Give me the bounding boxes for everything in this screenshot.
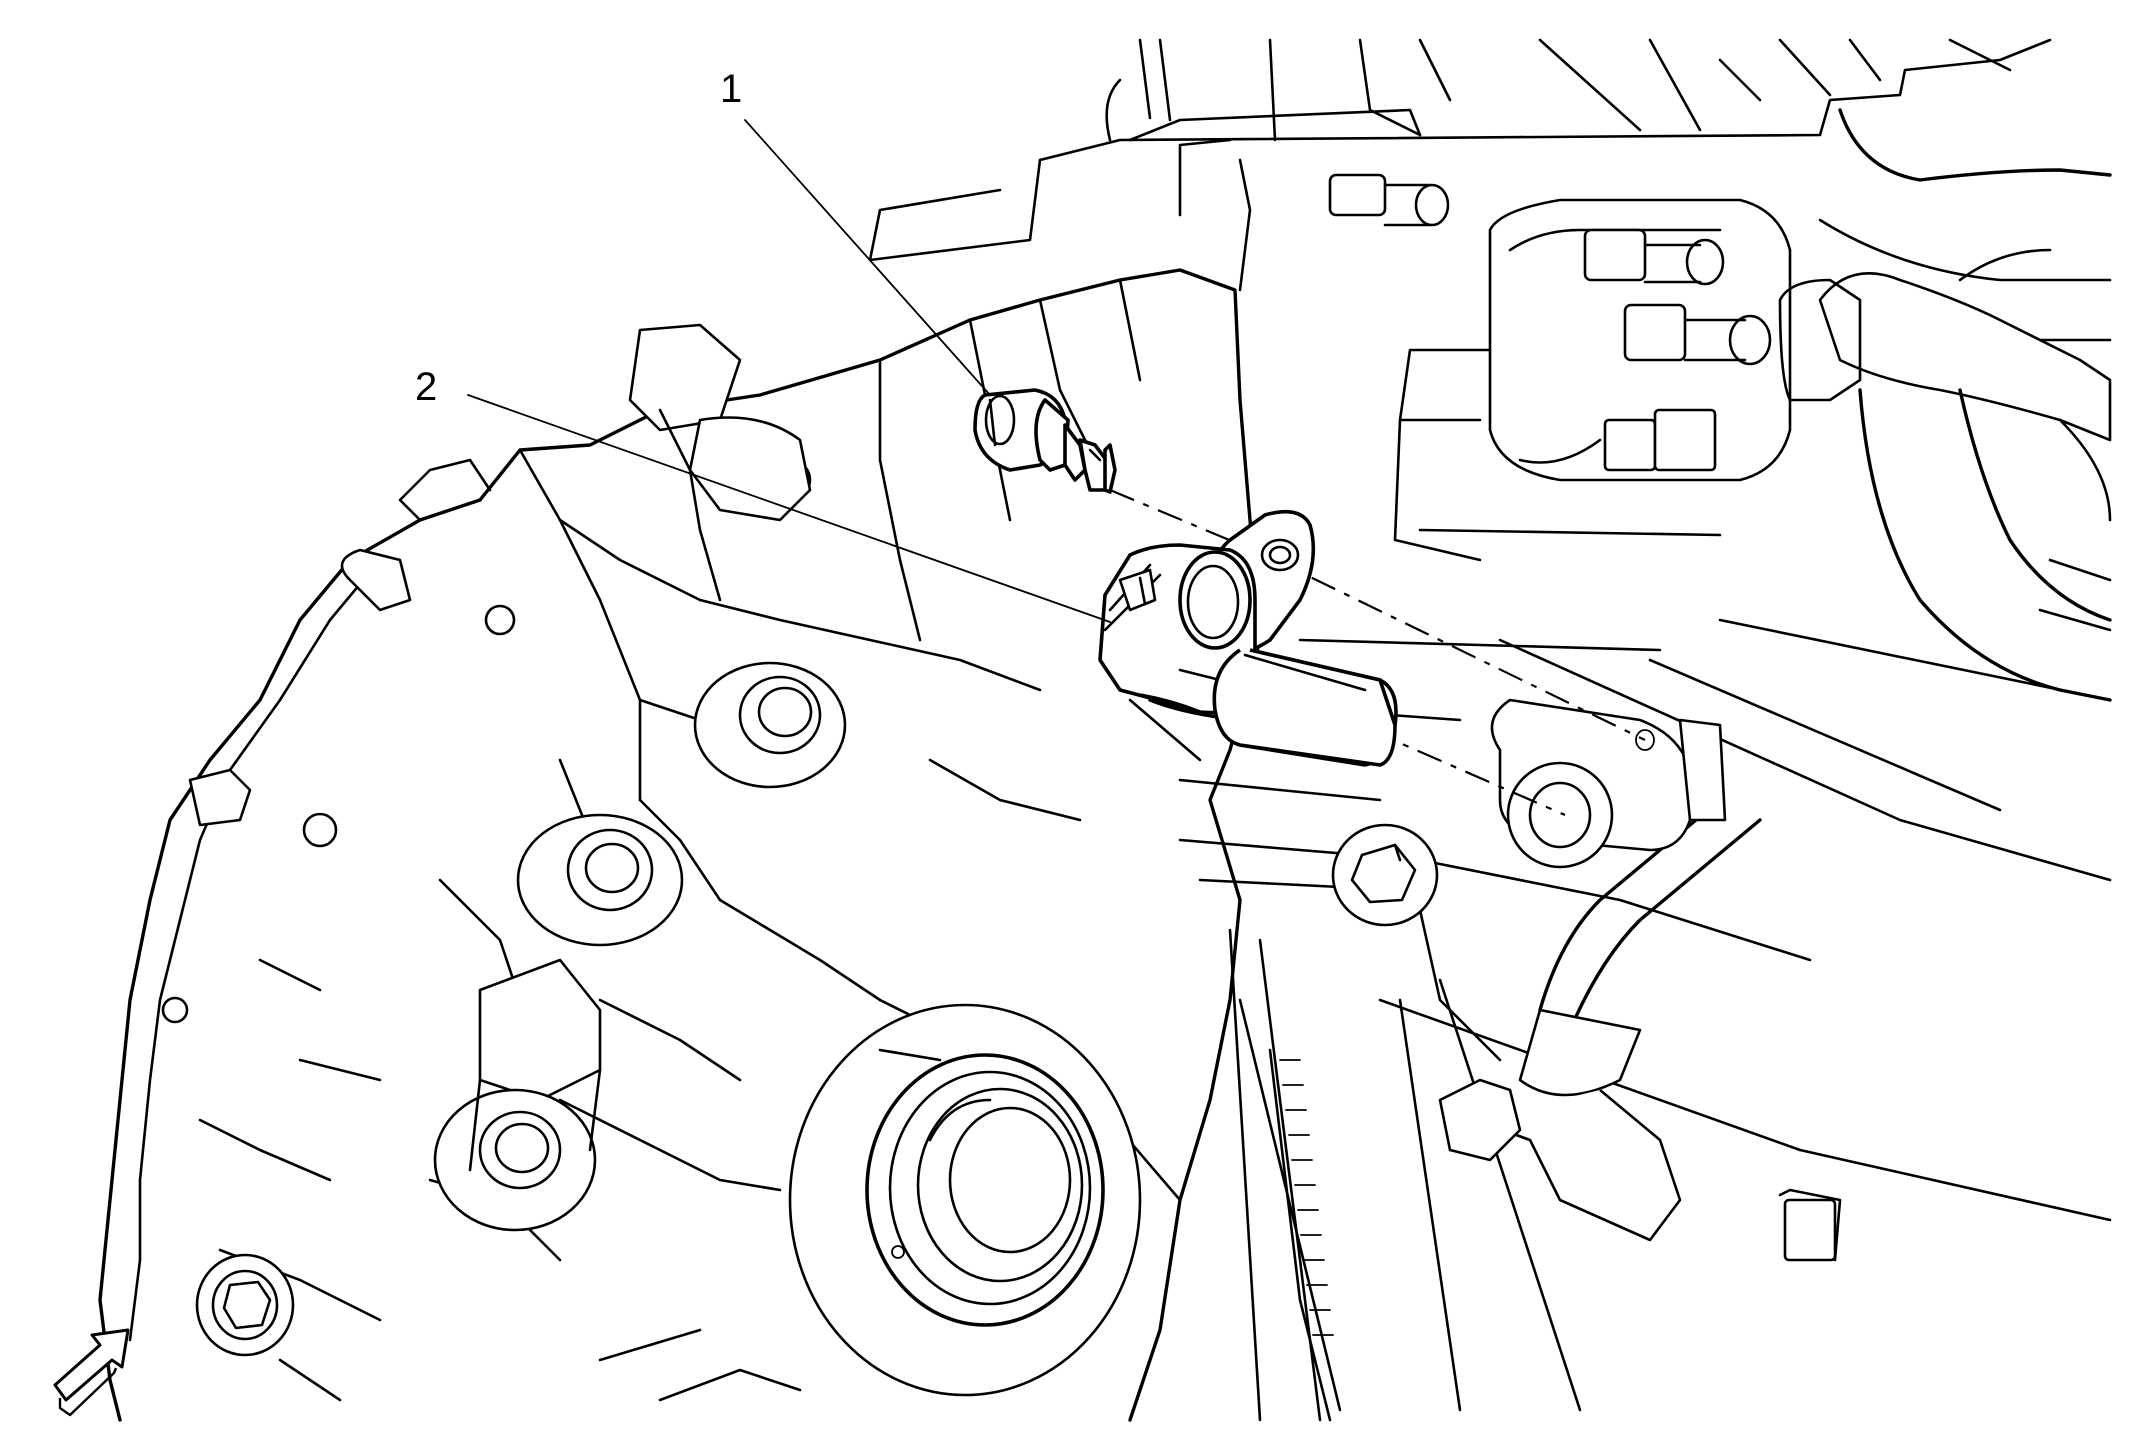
- transmission-case: [98, 268, 1262, 1422]
- case-boss-middle: [516, 813, 684, 947]
- case-boss-upper: [693, 661, 847, 789]
- callout-1-label: 1: [720, 67, 742, 111]
- stud-group: [1328, 173, 1772, 472]
- output-shaft-seal: [788, 1003, 1142, 1397]
- callout-2: 2: [415, 365, 1111, 623]
- callout-1: 1: [720, 67, 991, 396]
- crankshaft-position-sensor: [1098, 509, 1398, 767]
- sensor-bolt: [973, 388, 1117, 494]
- callout-2-label: 2: [415, 365, 437, 409]
- case-bolt-lower-left: [195, 1253, 295, 1357]
- case-boss-lower: [433, 958, 602, 1232]
- view-direction-arrow-icon: [53, 1328, 130, 1417]
